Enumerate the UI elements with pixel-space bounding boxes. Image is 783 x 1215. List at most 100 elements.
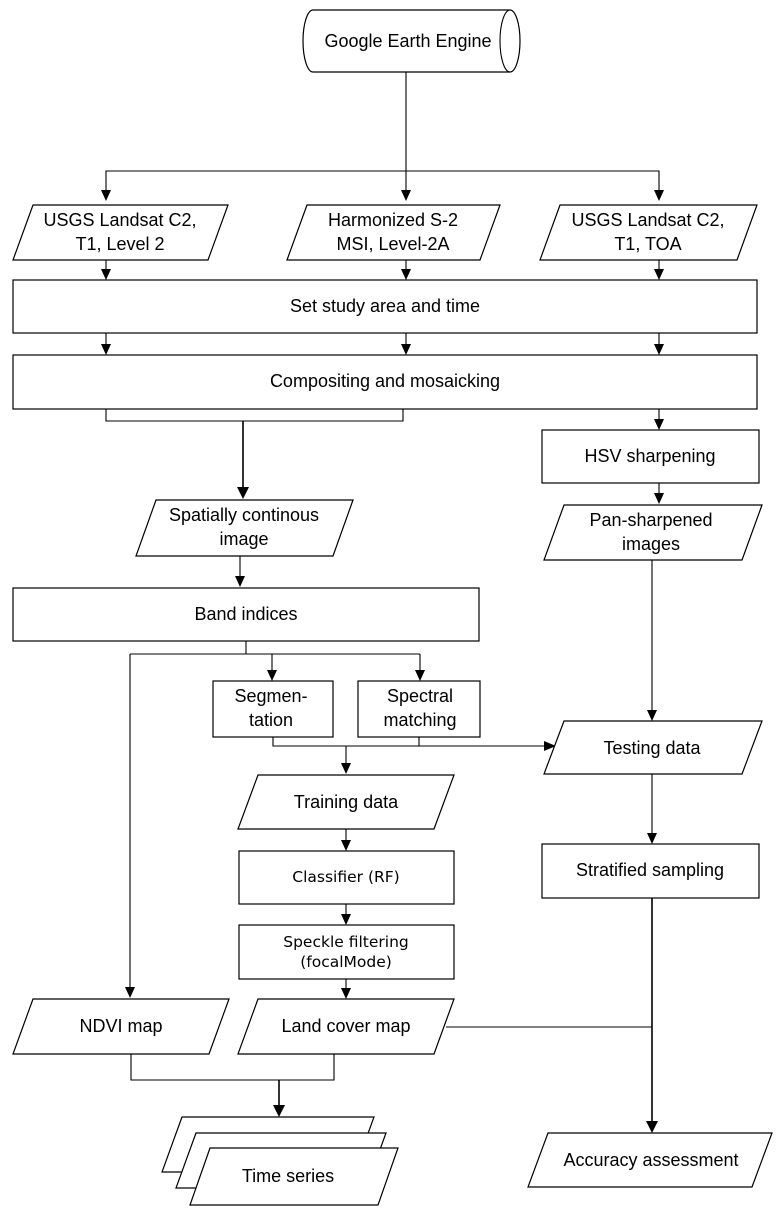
arrow-to-hsv bbox=[654, 419, 664, 430]
s2-line-2: MSI, Level-2A bbox=[336, 234, 449, 254]
arrow-study-comp-2 bbox=[401, 344, 411, 355]
arrow-to-training bbox=[341, 763, 351, 774]
connector-seg-spec-merge bbox=[272, 737, 420, 747]
landsat-toa-line-2: T1, TOA bbox=[614, 234, 681, 254]
compositing-line-1: Compositing and mosaicking bbox=[270, 371, 500, 391]
continuous-line-2: image bbox=[219, 529, 268, 549]
usgs-landsat-level2-label: USGS Landsat C2, T1, Level 2 bbox=[43, 210, 196, 254]
node-testing-data: Testing data bbox=[543, 720, 763, 775]
study-area-line-1: Set study area and time bbox=[290, 296, 480, 316]
testing-line-1: Testing data bbox=[603, 738, 701, 758]
node-spatially-continuous-image: Spatially continous image bbox=[135, 499, 354, 557]
landsat-l2-line-2: T1, Level 2 bbox=[75, 234, 164, 254]
speckle-filtering-label: Speckle filtering (focalMode) bbox=[283, 933, 409, 971]
stratified-sampling-label: Stratified sampling bbox=[576, 860, 724, 880]
connectors bbox=[101, 72, 664, 1133]
arrow-study-comp-1 bbox=[101, 344, 111, 355]
training-line-1: Training data bbox=[294, 792, 399, 812]
node-hsv-sharpening: HSV sharpening bbox=[541, 429, 760, 484]
node-pan-sharpened-images: Pan-sharpened images bbox=[543, 504, 763, 561]
hsv-line-1: HSV sharpening bbox=[584, 446, 715, 466]
node-accuracy-assessment: Accuracy assessment bbox=[527, 1132, 773, 1188]
land-cover-map-label: Land cover map bbox=[281, 1016, 410, 1036]
pansharpened-line-1: Pan-sharpened bbox=[589, 510, 712, 530]
arrow-to-landcover bbox=[341, 988, 351, 999]
classifier-label: Classifier (RF) bbox=[292, 868, 399, 886]
node-compositing: Compositing and mosaicking bbox=[12, 354, 758, 410]
gee-line-1: Google Earth Engine bbox=[324, 31, 491, 51]
gee-label: Google Earth Engine bbox=[324, 31, 491, 51]
testing-data-label: Testing data bbox=[603, 738, 701, 758]
node-spectral-matching: Spectral matching bbox=[357, 680, 481, 738]
node-classifier-rf: Classifier (RF) bbox=[238, 850, 455, 905]
node-google-earth-engine: Google Earth Engine bbox=[302, 9, 521, 73]
segmentation-label: Segmen-tation bbox=[234, 686, 307, 730]
node-land-cover-map: Land cover map bbox=[237, 998, 455, 1055]
node-band-indices: Band indices bbox=[12, 587, 480, 642]
band-indices-label: Band indices bbox=[194, 604, 297, 624]
pansharpened-line-2: images bbox=[622, 534, 680, 554]
time-series-label: Time series bbox=[242, 1166, 334, 1186]
landsat-l2-line-1: USGS Landsat C2, bbox=[43, 210, 196, 230]
arrow-to-classifier bbox=[341, 840, 351, 851]
landsat-toa-line-1: USGS Landsat C2, bbox=[571, 210, 724, 230]
spatially-continuous-label: Spatially continous image bbox=[169, 505, 319, 549]
compositing-label: Compositing and mosaicking bbox=[270, 371, 500, 391]
arrow-to-segmentation bbox=[267, 670, 277, 681]
usgs-landsat-toa-label: USGS Landsat C2, T1, TOA bbox=[571, 210, 724, 254]
arrow-toa-study bbox=[654, 269, 664, 280]
node-usgs-landsat-level2: USGS Landsat C2, T1, Level 2 bbox=[12, 204, 229, 261]
speckle-line-2: (focalMode) bbox=[300, 953, 392, 971]
node-set-study-area: Set study area and time bbox=[12, 279, 758, 334]
classifier-line-1: Classifier (RF) bbox=[292, 868, 399, 886]
node-usgs-landsat-toa: USGS Landsat C2, T1, TOA bbox=[539, 204, 758, 261]
s2-line-1: Harmonized S-2 bbox=[328, 210, 458, 230]
accuracy-assessment-label: Accuracy assessment bbox=[563, 1150, 738, 1170]
arrow-pan-testing bbox=[647, 710, 657, 721]
arrow-to-ndvi bbox=[125, 987, 135, 998]
ndvi-line-1: NDVI map bbox=[79, 1016, 162, 1036]
arrow-to-band-indices bbox=[235, 576, 245, 587]
connector-maps-merge bbox=[130, 1054, 335, 1081]
spectral-line-1: Spectral bbox=[387, 686, 453, 706]
arrow-to-pansharpened bbox=[654, 493, 664, 504]
pan-sharpened-label: Pan-sharpened images bbox=[589, 510, 712, 554]
node-speckle-filtering: Speckle filtering (focalMode) bbox=[238, 924, 455, 980]
arrow-to-spectral bbox=[415, 670, 425, 681]
arrow-s2-study bbox=[401, 269, 411, 280]
arrow-to-stratified bbox=[647, 833, 657, 844]
arrow-to-s2 bbox=[401, 190, 411, 201]
arrow-to-continuous bbox=[237, 487, 249, 499]
timeseries-line-1: Time series bbox=[242, 1166, 334, 1186]
connector-comp-merge bbox=[105, 409, 404, 422]
arrow-to-accuracy bbox=[646, 1121, 658, 1133]
connector-gee-split bbox=[105, 170, 660, 191]
accuracy-line-1: Accuracy assessment bbox=[563, 1150, 738, 1170]
landcover-line-1: Land cover map bbox=[281, 1016, 410, 1036]
set-study-area-label: Set study area and time bbox=[290, 296, 480, 316]
node-ndvi-map: NDVI map bbox=[12, 998, 230, 1055]
ndvi-map-label: NDVI map bbox=[79, 1016, 162, 1036]
arrow-to-landsat-l2 bbox=[101, 190, 111, 201]
node-time-series: Time series bbox=[161, 1116, 399, 1206]
hsv-sharpening-label: HSV sharpening bbox=[584, 446, 715, 466]
training-data-label: Training data bbox=[294, 792, 399, 812]
arrow-study-comp-3 bbox=[654, 344, 664, 355]
arrow-to-landsat-toa bbox=[654, 190, 664, 201]
node-segmentation: Segmen-tation bbox=[212, 680, 334, 738]
continuous-line-1: Spatially continous bbox=[169, 505, 319, 525]
segmentation-line-2: tation bbox=[249, 710, 293, 730]
node-stratified-sampling: Stratified sampling bbox=[541, 843, 760, 899]
arrow-l2-study bbox=[101, 269, 111, 280]
segmentation-line-1: Segmen- bbox=[234, 686, 307, 706]
arrow-to-timeseries bbox=[273, 1105, 285, 1117]
spectral-line-2: matching bbox=[383, 710, 456, 730]
speckle-line-1: Speckle filtering bbox=[283, 933, 409, 951]
node-training-data: Training data bbox=[237, 774, 455, 830]
time-series-layer-front bbox=[189, 1147, 399, 1206]
arrow-to-testing bbox=[544, 741, 556, 751]
